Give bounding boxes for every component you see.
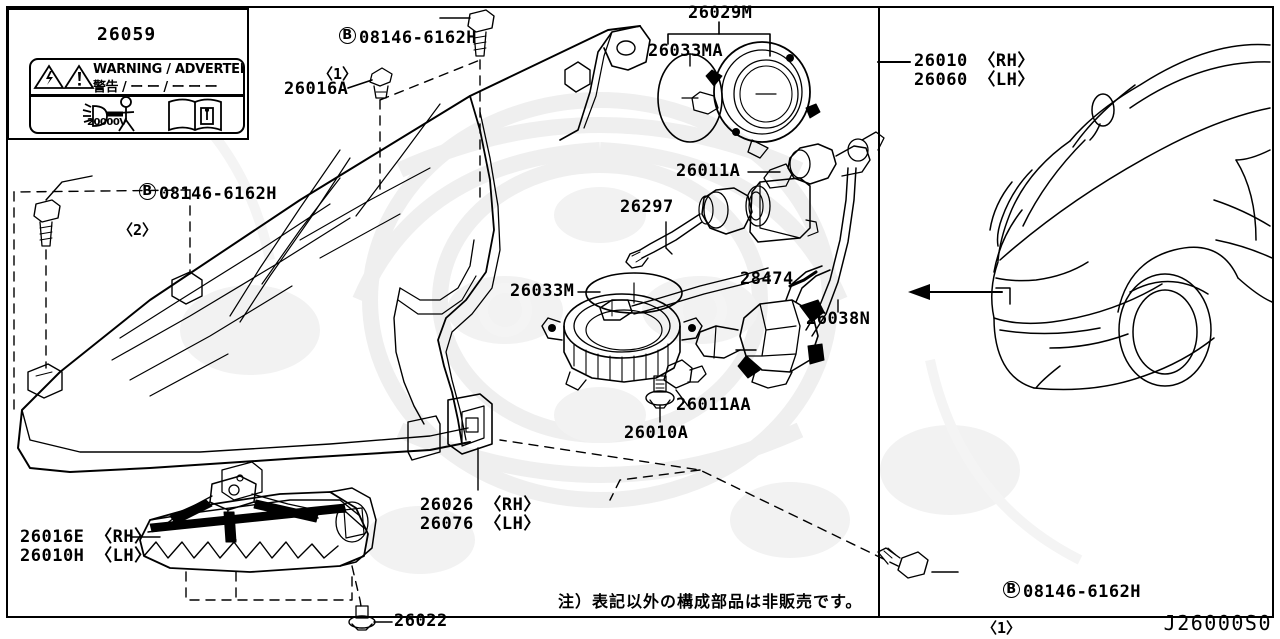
label-26029m: 26029M (688, 3, 753, 23)
warning-decal-plate: WARNING / ADVERTENCIA 警告 / ー ー / ー ー ー 2… (29, 58, 245, 134)
label-28474: 28474 (740, 269, 794, 289)
label-bracket-rh: 26026 〈RH〉 (420, 495, 541, 515)
label-26010a: 26010A (624, 423, 689, 443)
outer-frame (6, 6, 1274, 618)
decal-voltage: 20000V (87, 117, 127, 128)
warning-decal-box: 26059 (7, 8, 249, 140)
label-bolt-br-text: 08146-6162H (1022, 582, 1142, 602)
vehicle-panel-divider (878, 6, 880, 618)
decal-warning-line2: 警告 / ー ー / ー ー ー (93, 80, 218, 95)
label-finisher-rh: 26016E 〈RH〉 (20, 527, 152, 547)
label-bolt-top-qty: 〈1〉 (318, 65, 358, 83)
label-bolt-br-qty: 〈1〉 (982, 619, 1022, 637)
decal-icons (33, 64, 222, 132)
electric-shock-triangle-icon (33, 64, 65, 89)
person-icon (117, 96, 135, 132)
label-26011aa: 26011AA (676, 395, 752, 415)
bolt-marker-icon-left: B (138, 183, 158, 202)
diagram-code: J26000S0 (1163, 611, 1272, 635)
label-finisher-lh: 26010H 〈LH〉 (20, 546, 152, 566)
bolt-marker-icon: B (338, 27, 358, 46)
label-26033ma: 26033MA (648, 41, 724, 61)
label-26297: 26297 (620, 197, 674, 217)
label-assembly-lh: 26060 〈LH〉 (914, 70, 1035, 90)
decal-part-number: 26059 (97, 24, 157, 45)
label-bolt-top-text: 08146-6162H (358, 28, 478, 48)
label-assembly-rh: 26010 〈RH〉 (914, 51, 1035, 71)
label-26033m: 26033M (510, 281, 575, 301)
decal-divider (31, 94, 243, 97)
label-bracket-lh: 26076 〈LH〉 (420, 514, 541, 534)
label-26016a: 26016A (284, 79, 349, 99)
decal-warning-line1: WARNING / ADVERTENCIA (93, 62, 243, 77)
headlamp-beam-icon (82, 103, 123, 127)
label-26022: 26022 (394, 611, 448, 631)
label-26011a: 26011A (676, 161, 741, 181)
label-bolt-left-qty: 〈2〉 (118, 221, 158, 239)
bolt-marker-icon-br: B (1002, 581, 1022, 600)
general-warning-triangle-icon (63, 64, 95, 89)
label-26038n: 26038N (806, 309, 871, 329)
manual-book-icon (168, 98, 222, 132)
label-bolt-left-text: 08146-6162H (158, 184, 278, 204)
diagram-note: 注）表記以外の構成部品は非販売です。 (558, 592, 863, 611)
